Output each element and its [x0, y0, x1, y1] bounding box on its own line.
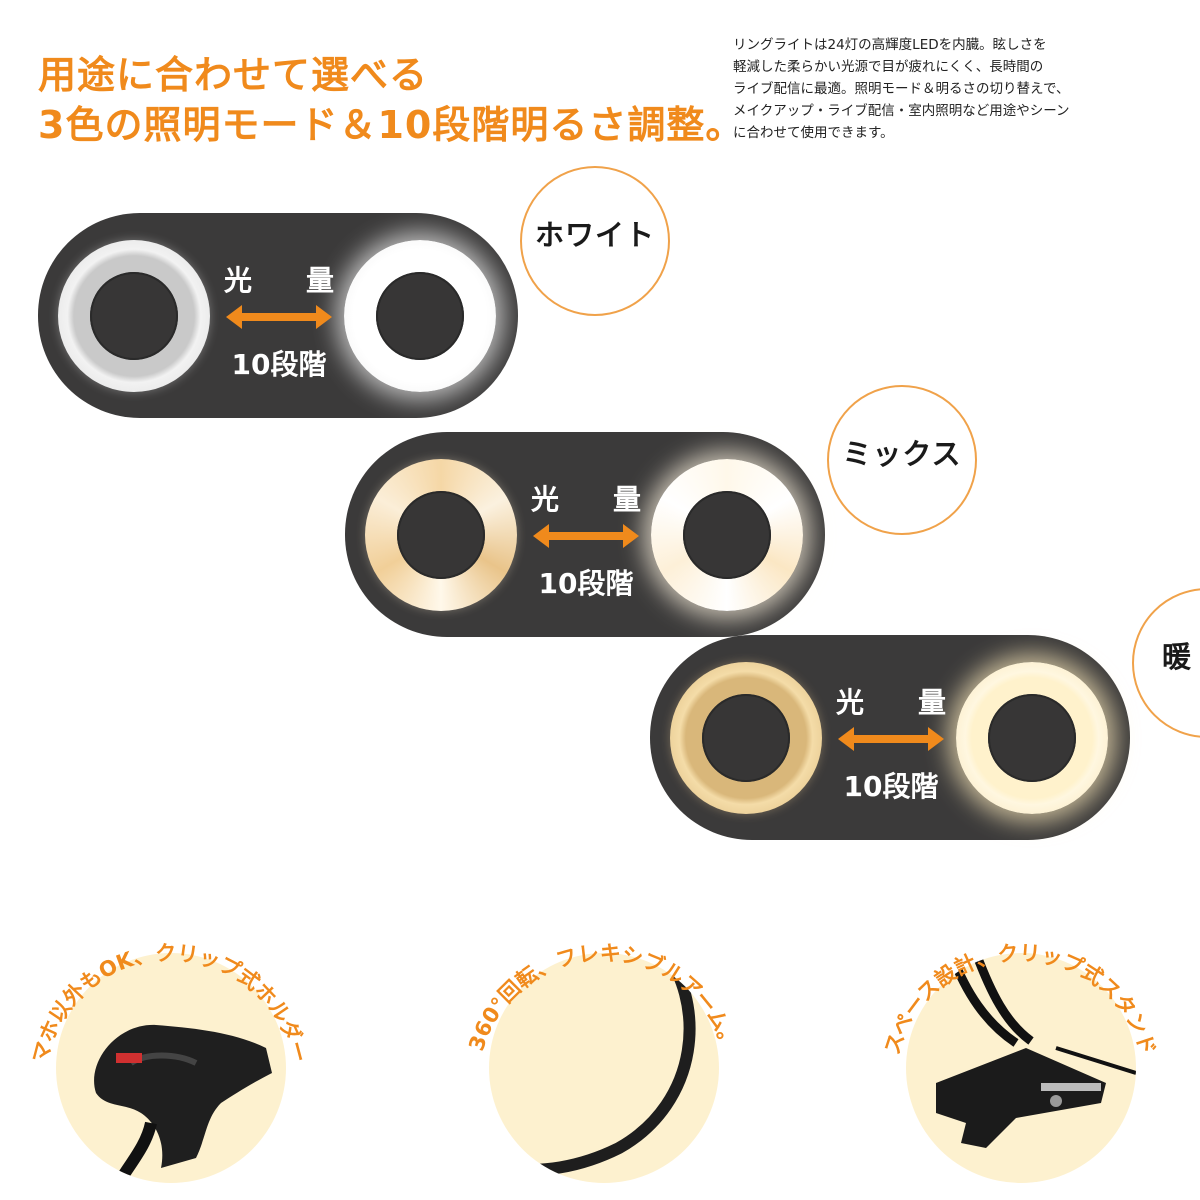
brightness-label: 光 量: [224, 259, 334, 299]
double-arrow-icon: [226, 305, 332, 329]
brightness-label-left: 光: [224, 264, 253, 297]
feature-image-circle: [489, 953, 719, 1183]
brightness-label-right: 量: [917, 686, 946, 719]
headline-line-1: 用途に合わせて選べる: [38, 53, 429, 97]
mode-label: 暖 色: [1161, 640, 1200, 674]
feature-flexible-arm: 360°回転、フレキシブルアーム。: [433, 868, 763, 1200]
feature-title-text: 省スペース設計、クリップ式スタンド。: [850, 868, 1160, 1057]
ring-light-dim: [58, 240, 210, 392]
feature-title-arc: スマホ以外もOK、クリップ式ホルダー。: [0, 868, 312, 1065]
mode-warm-panel: 光 量 10段階 暖 色: [650, 588, 1200, 840]
mode-label: ミックス: [842, 437, 962, 471]
feature-title-arc: 360°回転、フレキシブルアーム。: [464, 941, 742, 1054]
steps-label: 10段階: [843, 770, 939, 803]
ring-light-dim: [365, 459, 517, 611]
description-line-1: リングライトは24灯の高輝度LEDを内臓。眩しさを: [733, 37, 1047, 53]
brightness-label-left: 光: [836, 686, 865, 719]
description-line-5: に合わせて使用できます。: [733, 125, 894, 141]
ring-light-bright: [344, 240, 496, 392]
feature-title-arc: 省スペース設計、クリップ式スタンド。: [850, 868, 1160, 1057]
brightness-label-left: 光: [531, 483, 560, 516]
description-line-3: ライブ配信に最適。照明モード＆明るさの切り替えで、: [733, 81, 1070, 97]
feature-clip-holder: スマホ以外もOK、クリップ式ホルダー。: [0, 868, 330, 1200]
double-arrow-icon: [838, 727, 944, 751]
double-arrow-icon: [533, 524, 639, 548]
headline: 用途に合わせて選べる 3色の照明モード＆10段階明るさ調整。: [38, 50, 744, 150]
description-line-2: 軽減した柔らかい光源で目が疲れにくく、長時間の: [733, 59, 1044, 75]
mode-label-bubble: 暖 色: [1132, 588, 1200, 738]
feature-title: スマホ以外もOK、クリップ式ホルダー。: [0, 868, 312, 1065]
headline-line-2: 3色の照明モード＆10段階明るさ調整。: [38, 103, 745, 147]
brightness-label-right: 量: [305, 264, 334, 297]
feature-clip-stand: 省スペース設計、クリップ式スタンド。: [850, 868, 1180, 1200]
description: リングライトは24灯の高輝度LEDを内臓。眩しさを 軽減した柔らかい光源で目が疲…: [733, 34, 1178, 144]
feature-title-text: スマホ以外もOK、クリップ式ホルダー。: [0, 868, 312, 1065]
mode-label-bubble: ホワイト: [520, 166, 670, 316]
feature-image-circle: [906, 953, 1136, 1183]
flexible-arm-image: [508, 953, 696, 1176]
steps-label: 10段階: [231, 348, 327, 381]
mode-label-bubble: ミックス: [827, 385, 977, 535]
mode-white-panel: 光 量 10段階 ホワイト: [38, 166, 670, 418]
phone-holder-clip-image: [94, 1024, 272, 1183]
ring-light-bright: [651, 459, 803, 611]
brightness-label: 光 量: [836, 681, 946, 721]
feature-title: 360°回転、フレキシブルアーム。: [464, 941, 742, 1054]
ring-light-bright: [956, 662, 1108, 814]
feature-image-circle: [56, 953, 286, 1183]
brightness-label: 光 量: [531, 478, 641, 518]
mode-label: ホワイト: [534, 218, 655, 252]
brightness-label-right: 量: [612, 483, 641, 516]
description-line-4: メイクアップ・ライブ配信・室内照明など用途やシーン: [733, 103, 1070, 119]
feature-title-text: 360°回転、フレキシブルアーム。: [464, 941, 742, 1054]
mode-mix-panel: 光 量 10段階 ミックス: [345, 385, 977, 637]
steps-label: 10段階: [538, 567, 634, 600]
clip-stand-image: [936, 953, 1136, 1148]
ring-light-dim: [670, 662, 822, 814]
feature-title: 省スペース設計、クリップ式スタンド。: [850, 868, 1160, 1057]
